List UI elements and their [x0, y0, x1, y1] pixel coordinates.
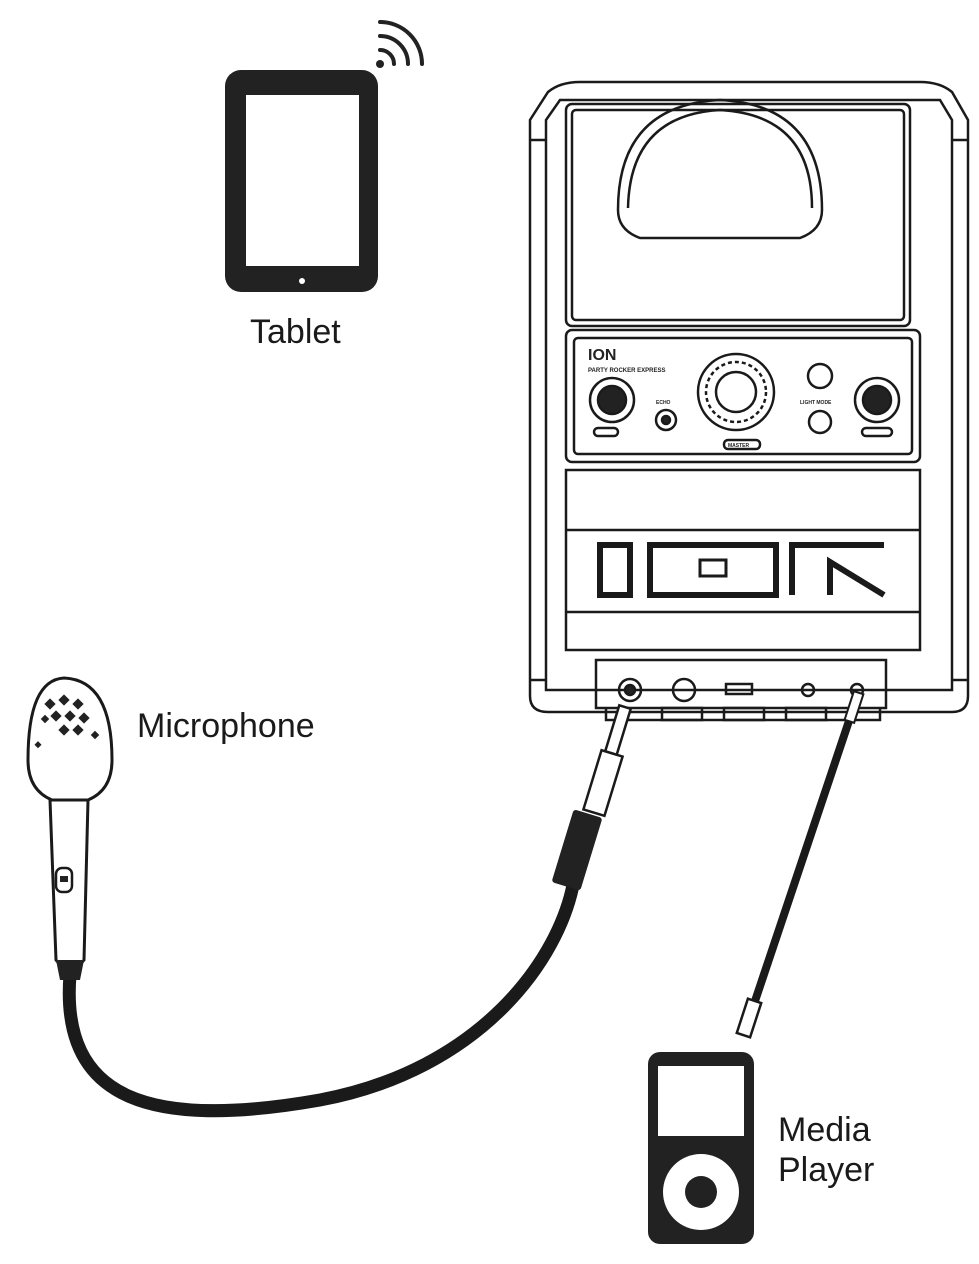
quarter-inch-plug-icon — [552, 703, 633, 890]
media-player-icon — [648, 1052, 754, 1244]
master-label: MASTER — [728, 443, 750, 449]
media-player-label-line2: Player — [778, 1151, 875, 1189]
speaker-model: PARTY ROCKER EXPRESS — [588, 368, 665, 374]
light-mode-label: LIGHT MODE — [800, 400, 832, 406]
microphone-cable — [62, 873, 581, 1118]
tablet-icon — [225, 70, 378, 292]
aux-cable — [735, 689, 865, 1039]
microphone-icon — [26, 676, 114, 980]
speaker-icon — [528, 80, 970, 722]
media-player-label-line1: Media — [778, 1111, 871, 1149]
microphone-label: Microphone — [137, 707, 315, 745]
speaker-brand-small: ION — [588, 347, 616, 364]
media-player-label: Media Player — [778, 1110, 874, 1190]
echo-label: ECHO — [656, 400, 671, 406]
tablet-label: Tablet — [250, 313, 341, 351]
wireless-signal-icon — [376, 20, 424, 68]
